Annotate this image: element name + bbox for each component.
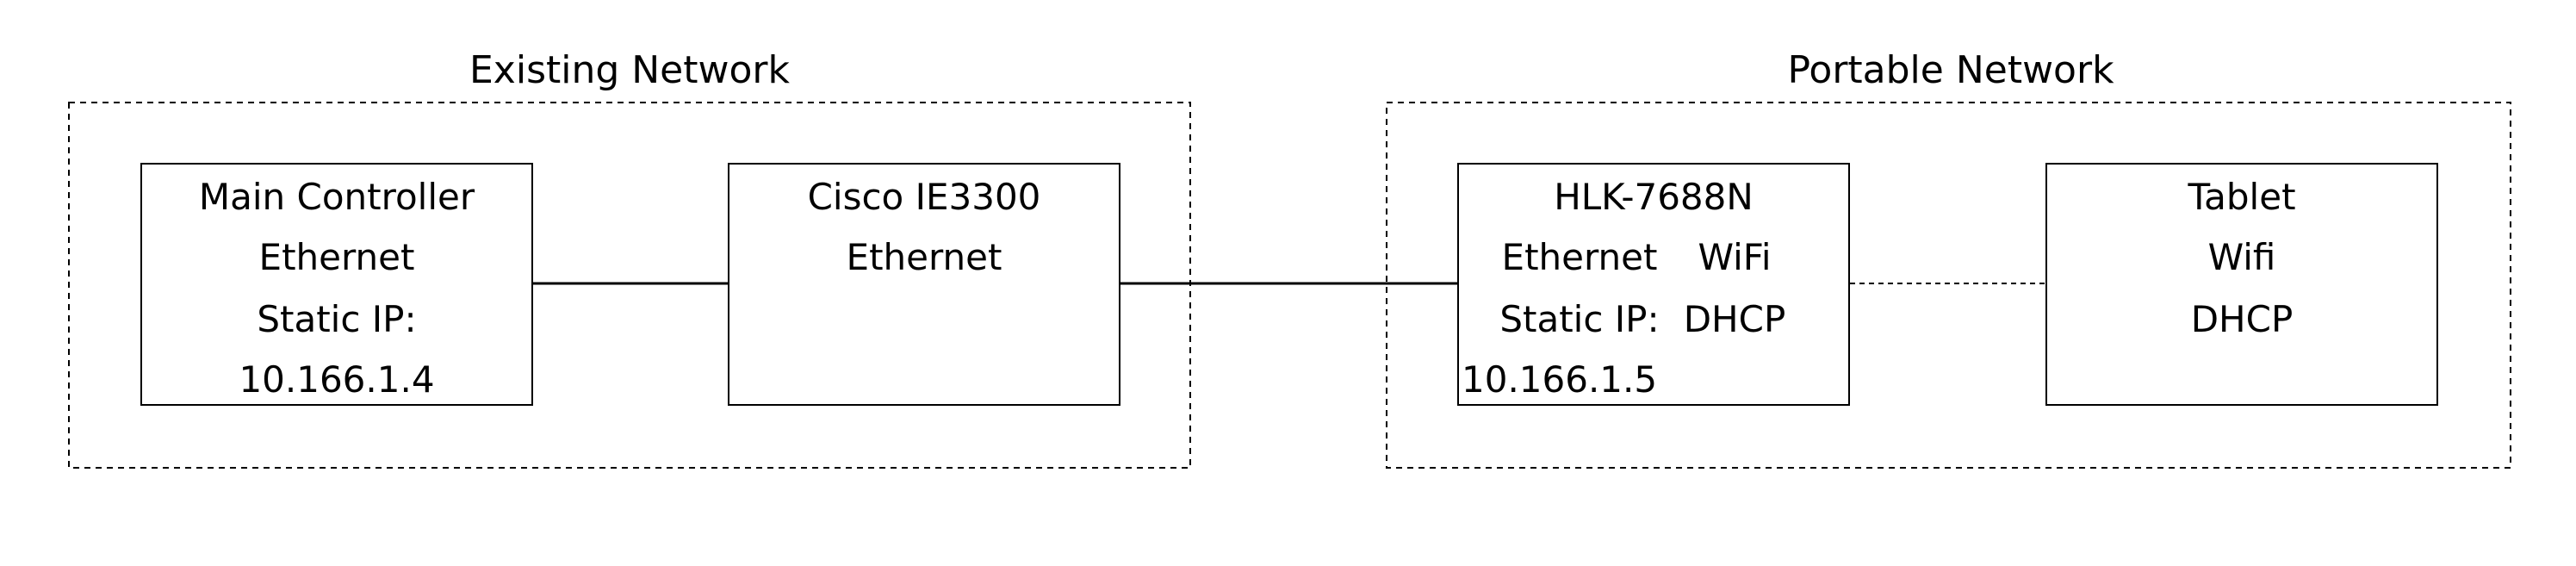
tablet-title: Tablet bbox=[2188, 176, 2296, 218]
main-controller-title: Main Controller bbox=[198, 176, 475, 218]
hlk-static-ip-label: Static IP: bbox=[1499, 298, 1660, 340]
cisco-switch-interface: Ethernet bbox=[846, 236, 1002, 278]
tablet-box: Tablet Wifi DHCP bbox=[2045, 163, 2438, 406]
hlk-ethernet-label: Ethernet bbox=[1501, 236, 1658, 278]
existing-network-title: Existing Network bbox=[469, 48, 790, 92]
tablet-addressing: DHCP bbox=[2190, 298, 2294, 340]
cisco-switch-box: Cisco IE3300 Ethernet bbox=[728, 163, 1120, 406]
hlk-dhcp-label: DHCP bbox=[1683, 298, 1786, 340]
hlk-wifi-label: WiFi bbox=[1698, 236, 1772, 278]
main-controller-ip-value: 10.166.1.4 bbox=[239, 358, 435, 401]
hlk-ip-value: 10.166.1.5 bbox=[1462, 358, 1658, 401]
cisco-switch-title: Cisco IE3300 bbox=[807, 176, 1041, 218]
tablet-interface: Wifi bbox=[2207, 236, 2276, 278]
main-controller-interface: Ethernet bbox=[258, 236, 415, 278]
hlk-router-box: HLK-7688N Ethernet Static IP: 10.166.1.5… bbox=[1457, 163, 1850, 406]
main-controller-box: Main Controller Ethernet Static IP: 10.1… bbox=[140, 163, 533, 406]
main-controller-ip-label: Static IP: bbox=[257, 298, 417, 340]
portable-network-title: Portable Network bbox=[1787, 48, 2114, 92]
hlk-router-title: HLK-7688N bbox=[1554, 176, 1754, 218]
